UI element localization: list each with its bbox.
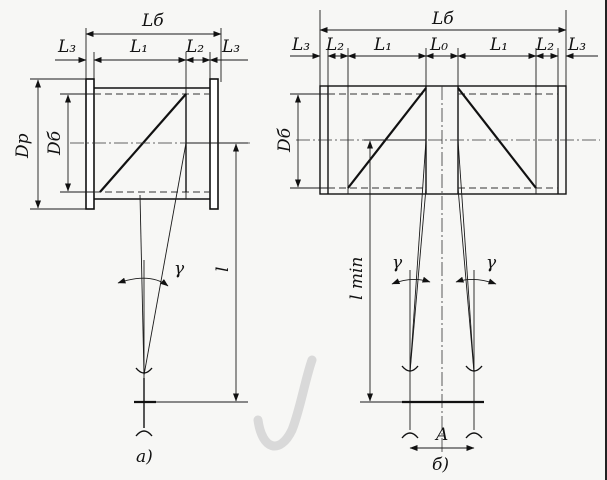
label-gamma-b-left: γ <box>392 253 403 273</box>
pulley-bottom-b-right <box>465 432 483 439</box>
angle-gamma-b-left <box>391 276 431 285</box>
label-Db-right: Dб <box>275 127 295 153</box>
flange-left <box>85 78 95 210</box>
winding-right-b <box>457 87 537 189</box>
angle-gamma-left <box>117 277 169 287</box>
label-l: l <box>213 267 233 272</box>
label-L-total-b: Lб <box>431 9 454 29</box>
label-Dp: Dp <box>13 133 33 159</box>
pulley-bottom-b-left <box>401 432 419 439</box>
label-L3-b-right: L₃ <box>567 35 586 55</box>
label-L1: L₁ <box>129 37 148 57</box>
label-L2: L₂ <box>185 37 204 57</box>
pulley-top-left <box>135 367 153 374</box>
label-gamma-left: γ <box>174 259 185 279</box>
angle-gamma-b-right <box>455 276 497 285</box>
pulley-top-b-right <box>465 365 483 372</box>
label-L-total: Lб <box>141 11 164 31</box>
label-L2-b-left: L₂ <box>325 35 344 55</box>
label-L1-b-left: L₁ <box>373 35 392 55</box>
pulley-bottom-left <box>135 430 153 437</box>
label-L3-left: L₃ <box>57 37 76 57</box>
label-gamma-b-right: γ <box>486 253 497 273</box>
winding-left-b <box>347 87 427 189</box>
label-lmin: l min <box>347 257 367 300</box>
label-L0: L₀ <box>429 35 448 55</box>
caption-b: б) <box>432 455 449 475</box>
label-L3-b-left: L₃ <box>291 35 310 55</box>
caption-a: а) <box>136 447 153 467</box>
figure-b: Lб L₃ L₂ L₁ L₀ L₁ L₂ L₃ <box>275 9 600 475</box>
label-A: A <box>434 425 448 445</box>
pulley-top-b-left <box>401 365 419 372</box>
label-L3-right: L₃ <box>221 37 240 57</box>
label-Db-left: Dб <box>45 130 65 156</box>
figure-a: Lб L₃ L₁ L₂ L₃ Dp Dб <box>13 11 317 467</box>
label-L1-b-right: L₁ <box>489 35 508 55</box>
background-mark <box>253 355 317 451</box>
label-L2-b-right: L₂ <box>535 35 554 55</box>
flange-right <box>209 78 219 210</box>
